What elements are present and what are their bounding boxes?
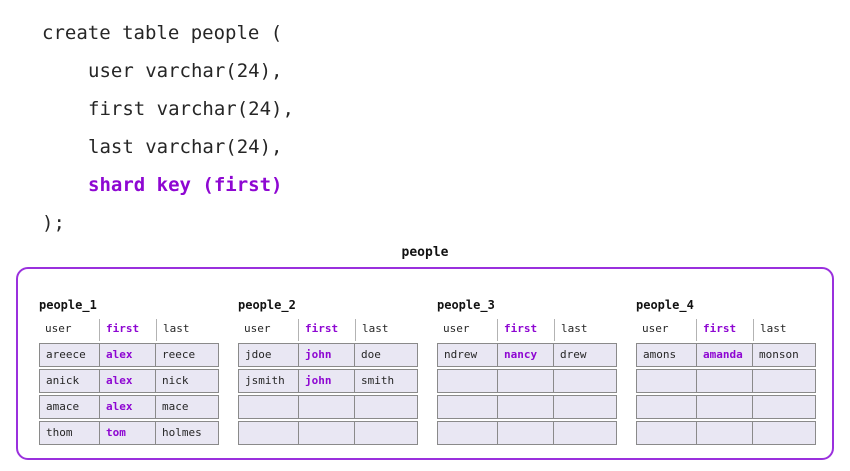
column-header-user: user <box>39 319 100 341</box>
sql-code-block: create table people ( user varchar(24), … <box>42 14 294 242</box>
table-row <box>437 395 617 419</box>
code-line-first-column: first varchar(24), <box>88 98 294 120</box>
table-cell: doe <box>361 348 381 361</box>
table-row <box>437 421 617 445</box>
table-row <box>636 421 816 445</box>
code-line-shard-key: shard key (first) <box>88 174 283 196</box>
table-row <box>238 421 418 445</box>
column-header-first: first <box>299 319 356 341</box>
table-cell <box>239 422 299 444</box>
table-cell <box>637 422 697 444</box>
column-header-last: last <box>561 322 588 335</box>
table-row <box>636 395 816 419</box>
column-header-user: user <box>238 319 299 341</box>
table-cell <box>498 422 554 444</box>
table-cell: alex <box>100 396 156 418</box>
shard-table-title: people_3 <box>437 298 495 312</box>
table-cell: holmes <box>162 426 202 439</box>
table-cell: mace <box>162 400 189 413</box>
table-cell <box>753 370 815 392</box>
table-cell: nick <box>162 374 189 387</box>
code-line-create-table: create table people ( <box>42 22 283 44</box>
table-cell: amanda <box>697 344 753 366</box>
table-cell: jdoe <box>239 344 299 366</box>
table-row <box>238 395 418 419</box>
table-cell <box>438 422 498 444</box>
column-header-first: first <box>100 319 157 341</box>
table-cell: john <box>299 370 355 392</box>
table-cell: drew <box>560 348 587 361</box>
table-cell <box>637 396 697 418</box>
diagram-title: people <box>401 245 449 260</box>
column-header-first: first <box>697 319 754 341</box>
table-cell <box>498 396 554 418</box>
table-cell <box>438 396 498 418</box>
table-cell: ndrew <box>438 344 498 366</box>
table-cell <box>554 422 616 444</box>
table-cell <box>554 396 616 418</box>
table-cell <box>355 422 417 444</box>
table-cell: tom <box>100 422 156 444</box>
table-cell: amons <box>637 344 697 366</box>
table-cell <box>299 422 355 444</box>
column-header-user: user <box>437 319 498 341</box>
table-cell <box>239 396 299 418</box>
table-cell: alex <box>100 370 156 392</box>
table-cell <box>299 396 355 418</box>
column-header-last: last <box>163 322 190 335</box>
column-header-last: last <box>362 322 389 335</box>
shard-table-title: people_4 <box>636 298 694 312</box>
table-cell <box>697 370 753 392</box>
table-cell <box>753 422 815 444</box>
table-cell <box>438 370 498 392</box>
table-cell: reece <box>162 348 196 361</box>
table-cell: nancy <box>498 344 554 366</box>
column-header-last: last <box>760 322 787 335</box>
table-cell: thom <box>40 422 100 444</box>
table-cell: areece <box>40 344 100 366</box>
shard-table-title: people_1 <box>39 298 97 312</box>
code-line-user-column: user varchar(24), <box>88 60 283 82</box>
table-cell: john <box>299 344 355 366</box>
table-row <box>636 369 816 393</box>
table-cell: anick <box>40 370 100 392</box>
table-row <box>437 369 617 393</box>
table-cell <box>637 370 697 392</box>
table-cell <box>554 370 616 392</box>
table-cell <box>355 396 417 418</box>
table-cell: jsmith <box>239 370 299 392</box>
table-cell: amace <box>40 396 100 418</box>
shard-table-title: people_2 <box>238 298 296 312</box>
code-line-last-column: last varchar(24), <box>88 136 283 158</box>
column-header-user: user <box>636 319 697 341</box>
table-cell <box>697 422 753 444</box>
table-cell: smith <box>361 374 395 387</box>
code-line-close-paren: ); <box>42 212 65 234</box>
table-cell <box>753 396 815 418</box>
column-header-first: first <box>498 319 555 341</box>
table-cell: monson <box>759 348 799 361</box>
table-cell <box>697 396 753 418</box>
table-cell: alex <box>100 344 156 366</box>
table-cell <box>498 370 554 392</box>
